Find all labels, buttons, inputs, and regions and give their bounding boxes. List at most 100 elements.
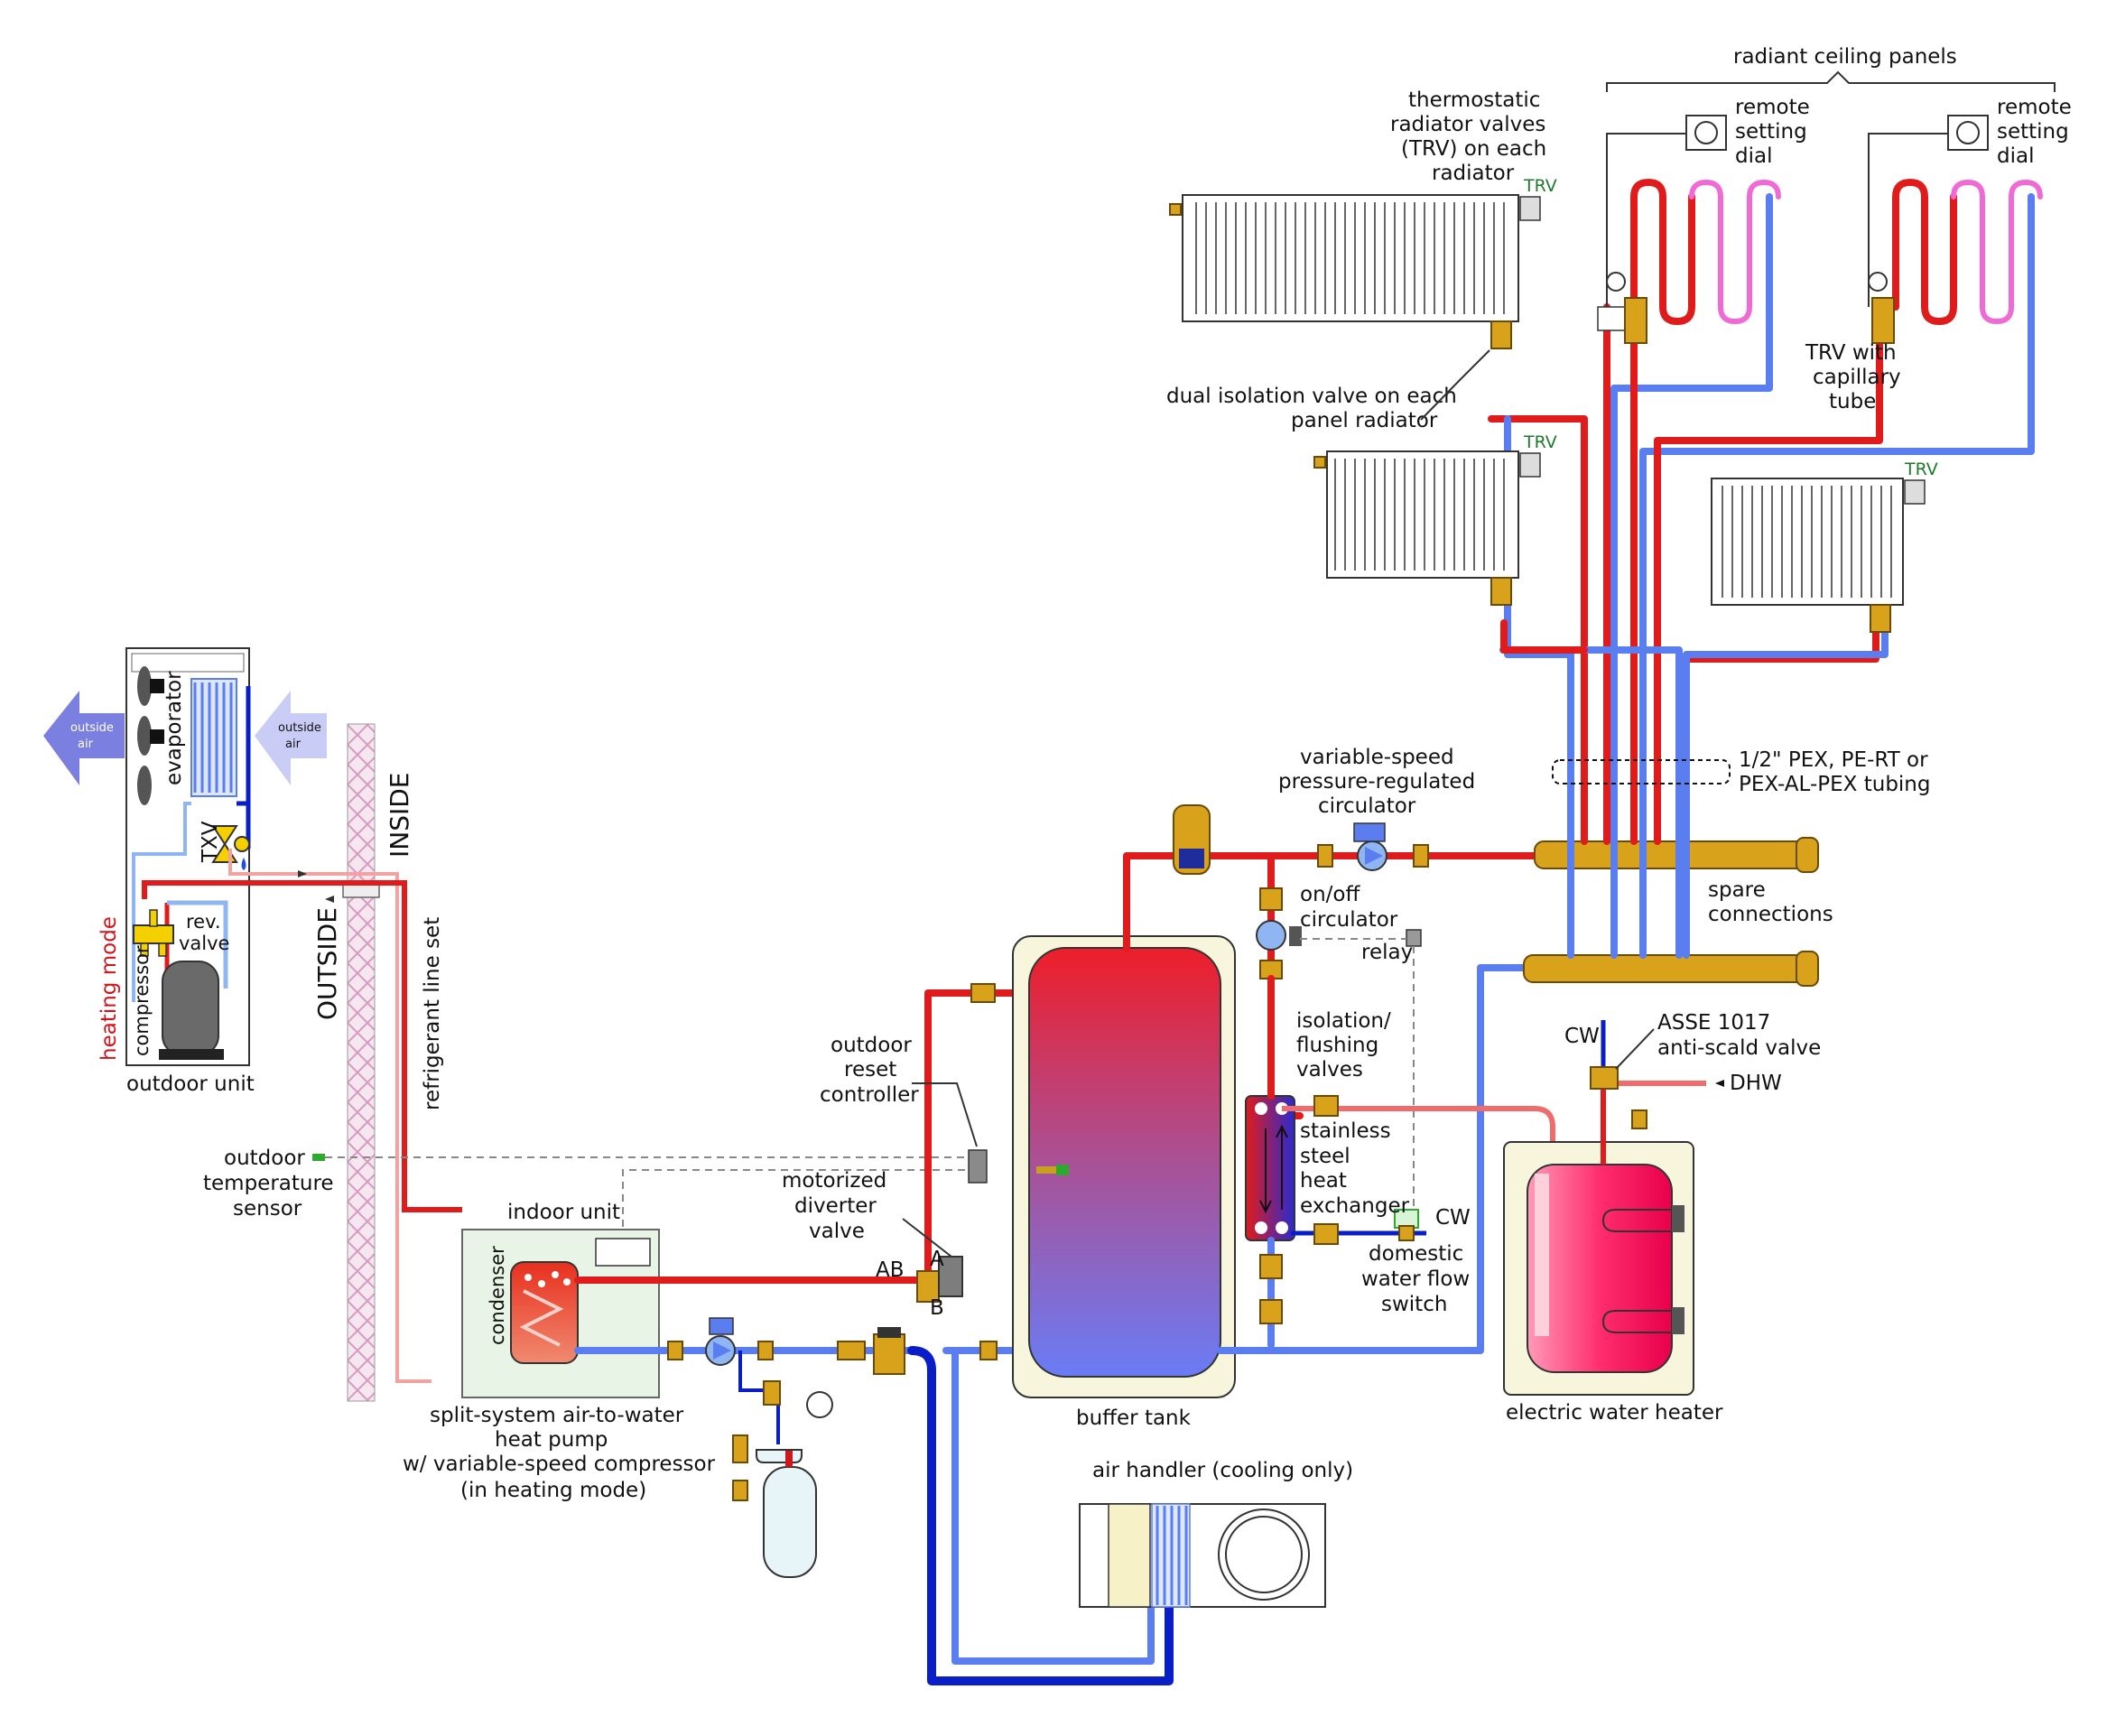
trv-capillary-label-3: tube [1829,390,1876,413]
variable-speed-label-2: pressure-regulated [1278,770,1475,794]
trv-label-3: TRV [1904,460,1938,479]
stainless-label-2: steel [1300,1145,1350,1168]
expansion-tank [763,1466,817,1578]
compressor-label: compressor [131,945,153,1056]
dhw-label: DHW [1730,1072,1782,1095]
motorized-diverter-label-2: diverter [794,1194,877,1218]
inside-label: INSIDE [385,773,414,859]
outdoor-temp-sensor-label-3: sensor [233,1197,302,1221]
outside-air-in-label-1: outside [278,721,321,735]
onoff-circ-label-2: circulator [1300,908,1398,932]
dual-isolation-label-1: dual isolation valve on each [1166,385,1457,408]
compressor [159,961,224,1060]
asse-label-2: anti-scald valve [1657,1036,1821,1060]
radiant-ceiling-label: radiant ceiling panels [1733,45,1957,69]
variable-speed-circulator [1317,822,1429,871]
remote-dial-right-2: setting [1997,120,2069,144]
buffer-tank-label: buffer tank [1076,1406,1192,1430]
port-ab-label: AB [876,1258,905,1282]
cw-label-dhw: CW [1564,1025,1600,1048]
relay-label: relay [1361,941,1413,964]
condenser [510,1261,579,1364]
remote-dial-right-1: remote [1997,96,2072,119]
onoff-circulator [1256,887,1302,979]
pex-label-2: PEX-AL-PEX tubing [1739,773,1930,796]
dual-isolation-label-2: panel radiator [1291,409,1438,432]
radiant-panel-right [1868,115,2043,344]
asse-label-1: ASSE 1017 [1657,1011,1770,1035]
trv-capillary-label-2: capillary [1813,366,1901,389]
outside-air-in-arrow: outside air [255,691,327,785]
split-system-label-4: (in heating mode) [460,1479,646,1502]
indoor-unit-label: indoor unit [507,1201,620,1224]
electric-water-heater [1503,1141,1694,1396]
outside-air-out-label-2: air [78,738,94,751]
isolation-label-1: isolation/ [1296,1009,1391,1033]
motorized-diverter-label-3: valve [809,1220,865,1243]
outdoor-temp-sensor-label-1: outdoor [224,1147,305,1170]
evaporator-label: evaporator [162,671,186,785]
air-handler [1079,1503,1326,1608]
reversing-valve [133,909,174,957]
pex-label-1: 1/2" PEX, PE-RT or [1739,748,1928,772]
outside-air-in-label-2: air [285,738,302,751]
heat-pump-circulator [667,1317,774,1366]
trv-header-label-1: thermostatic [1408,88,1540,112]
split-system-label-2: heat pump [495,1428,608,1452]
supply-manifold [1534,837,1819,873]
cw-label-hx: CW [1435,1206,1471,1230]
isolation-label-2: flushing [1296,1034,1378,1057]
stainless-label-4: exchanger [1300,1194,1410,1218]
trv-label-2: TRV [1523,432,1557,452]
heating-mode-label: heating mode [97,916,121,1061]
evaporator-coil [190,678,237,797]
remote-dial-left-2: setting [1735,120,1807,144]
port-a-label: A [930,1248,944,1271]
stainless-label-3: heat [1300,1169,1347,1193]
outside-label: OUTSIDE [312,907,342,1020]
air-purger [1173,804,1211,875]
domestic-flow-label-3: switch [1381,1293,1447,1316]
variable-speed-label-3: circulator [1318,794,1416,818]
motorized-diverter-valve [916,1256,963,1303]
tank-sensor [1036,1166,1069,1174]
outdoor-temp-sensor-label-2: temperature [203,1172,334,1195]
domestic-flow-label-1: domestic [1369,1242,1463,1266]
panel-radiator-right [1711,478,1926,633]
remote-dial-left-3: dial [1735,144,1772,168]
indoor-unit [461,1229,660,1398]
port-b-label: B [930,1296,944,1320]
variable-speed-label-1: variable-speed [1300,746,1454,769]
refrigerant-line-set-label: refrigerant line set [421,917,444,1110]
electric-water-heater-label: electric water heater [1506,1401,1723,1425]
radiant-panel-left [1597,115,1781,344]
stainless-heat-exchanger [1245,1095,1295,1241]
trv-header-label-2: radiator valves [1390,113,1545,136]
isolation-label-3: valves [1296,1058,1363,1082]
buffer-tank [970,935,1236,1398]
anti-scald-valve [1590,1066,1647,1129]
trv-header-label-3: (TRV) on each [1401,137,1546,161]
motorized-diverter-label-1: motorized [782,1169,886,1193]
split-system-label-3: w/ variable-speed compressor [403,1453,716,1476]
trv-header-label-4: radiator [1432,162,1515,185]
outdoor-reset-label-1: outdoor [831,1034,912,1057]
rev-valve-label-2: valve [179,933,229,954]
split-system-label-1: split-system air-to-water [430,1404,684,1427]
wall-insulation [347,723,376,1402]
panel-radiator-top [1169,194,1541,349]
domestic-flow-switch [1394,1209,1419,1241]
fan-icon [137,666,164,805]
spare-connections-label-2: connections [1708,903,1833,926]
outdoor-temp-sensor [312,1154,325,1161]
outdoor-reset-label-2: reset [844,1058,896,1082]
return-manifold [1523,951,1819,987]
onoff-circ-label-1: on/off [1300,883,1360,906]
rev-valve-label-1: rev. [186,911,221,933]
domestic-flow-label-2: water flow [1361,1267,1470,1291]
stainless-label-1: stainless [1300,1119,1391,1143]
outside-air-out-label-1: outside [70,721,114,735]
condenser-label: condenser [487,1246,508,1345]
trv-capillary-label-1: TRV with [1805,341,1897,365]
